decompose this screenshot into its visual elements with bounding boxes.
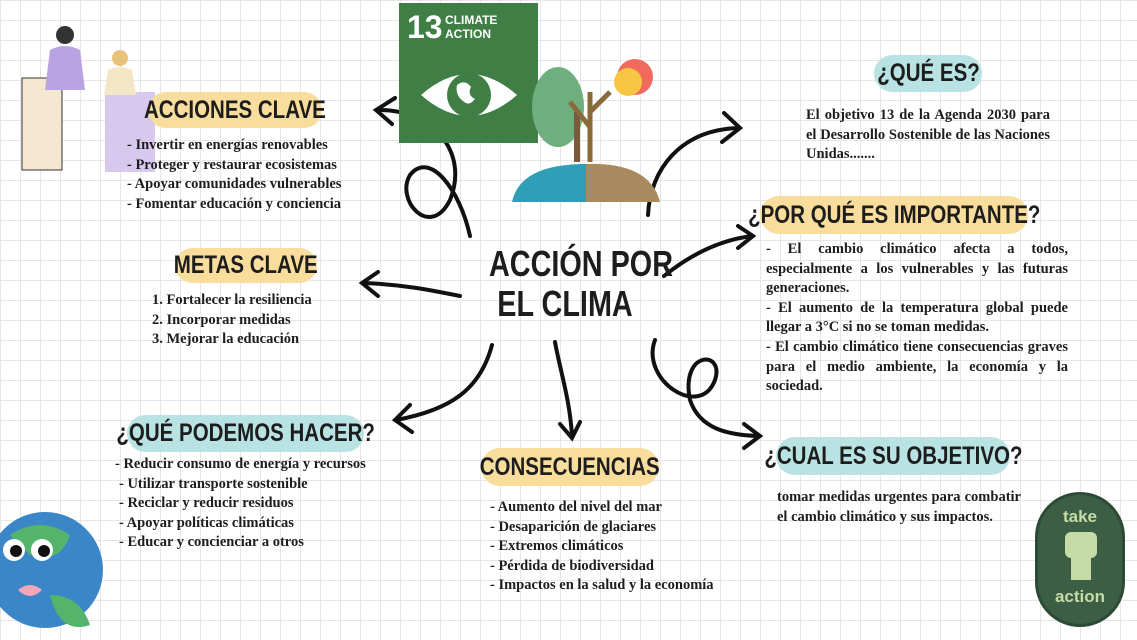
take-action-badge: take action xyxy=(1035,492,1125,627)
list-item: - Extremos climáticos xyxy=(490,538,624,555)
que-es-heading: ¿QUÉ ES? xyxy=(874,55,982,92)
central-title: ACCIÓN POR EL CLIMA xyxy=(470,243,674,324)
sdg-label-1: CLIMATE xyxy=(445,13,498,27)
que-podemos-hacer-heading: ¿QUÉ PODEMOS HACER? xyxy=(116,415,375,452)
list-item: 2. Incorporar medidas xyxy=(152,311,291,328)
people-speech-illustration xyxy=(21,26,155,172)
list-item: - Educar y concienciar a otros xyxy=(119,534,304,551)
arrow-por-que xyxy=(662,224,757,278)
que-es-text: El objetivo 13 de la Agenda 2030 para el… xyxy=(806,106,1050,165)
arrow-podemos xyxy=(391,343,494,434)
acciones-clave-heading: ACCIONES CLAVE xyxy=(144,92,326,128)
climate-tree-illustration xyxy=(512,59,660,202)
list-item: 1. Fortalecer la resiliencia xyxy=(152,292,312,308)
por-que-list: - El cambio climático afecta a todos, es… xyxy=(766,240,1068,397)
list-item: - Reducir consumo de energía y recursos xyxy=(115,456,366,472)
action-label: action xyxy=(1054,587,1106,606)
list-item: - Utilizar transporte sostenible xyxy=(119,475,308,492)
title-line-2: EL CLIMA xyxy=(497,283,633,324)
eye-globe-icon xyxy=(421,73,517,117)
consecuencias-list: - Aumento del nivel del mar - Desaparici… xyxy=(490,498,714,596)
list-item: - Impactos en la salud y la economía xyxy=(490,577,714,594)
smiling-globe-illustration xyxy=(0,512,103,628)
paragraph: El objetivo 13 de la Agenda 2030 para el… xyxy=(806,107,1050,163)
list-item: - Apoyar comunidades vulnerables xyxy=(127,176,342,193)
take-label: take xyxy=(1062,507,1098,526)
list-item: - Invertir en energías renovables xyxy=(127,137,328,153)
objetivo-heading: ¿CUAL ES SU OBJETIVO? xyxy=(764,437,1022,475)
metas-clave-heading: METAS CLAVE xyxy=(174,248,318,283)
paragraph: tomar medidas urgentes para combatir el … xyxy=(777,489,1021,525)
list-item: - El aumento de la temperatura global pu… xyxy=(766,299,1068,336)
list-item: - El cambio climático afecta a todos, es… xyxy=(766,241,1068,297)
list-item: - Proteger y restaurar ecosistemas xyxy=(127,156,337,173)
arrow-metas xyxy=(358,270,462,298)
list-item: - El cambio climático tiene consecuencia… xyxy=(766,338,1068,395)
acciones-clave-list: - Invertir en energías renovables - Prot… xyxy=(127,136,341,214)
sdg-number: 13 xyxy=(407,9,443,45)
consecuencias-heading: CONSECUENCIAS xyxy=(480,448,660,486)
list-item: - Apoyar políticas climáticas xyxy=(119,514,294,531)
list-item: - Aumento del nivel del mar xyxy=(490,499,662,515)
sdg-label-2: ACTION xyxy=(445,27,491,41)
metas-clave-list: 1. Fortalecer la resiliencia 2. Incorpor… xyxy=(152,291,312,350)
por-que-heading: ¿POR QUÉ ES IMPORTANTE? xyxy=(748,196,1040,234)
arrow-consecuencias xyxy=(553,340,582,442)
que-podemos-hacer-list: - Reducir consumo de energía y recursos … xyxy=(115,455,366,553)
arrow-objetivo xyxy=(650,338,764,450)
objetivo-text: tomar medidas urgentes para combatir el … xyxy=(777,488,1021,527)
list-item: - Desaparición de glaciares xyxy=(490,518,657,535)
list-item: - Fomentar educación y conciencia xyxy=(127,195,341,212)
title-line-1: ACCIÓN POR xyxy=(489,243,674,284)
list-item: 3. Mejorar la educación xyxy=(152,331,300,348)
raised-fist-icon xyxy=(1065,532,1097,580)
list-item: - Pérdida de biodiversidad xyxy=(490,557,654,574)
list-item: - Reciclar y reducir residuos xyxy=(119,495,294,512)
